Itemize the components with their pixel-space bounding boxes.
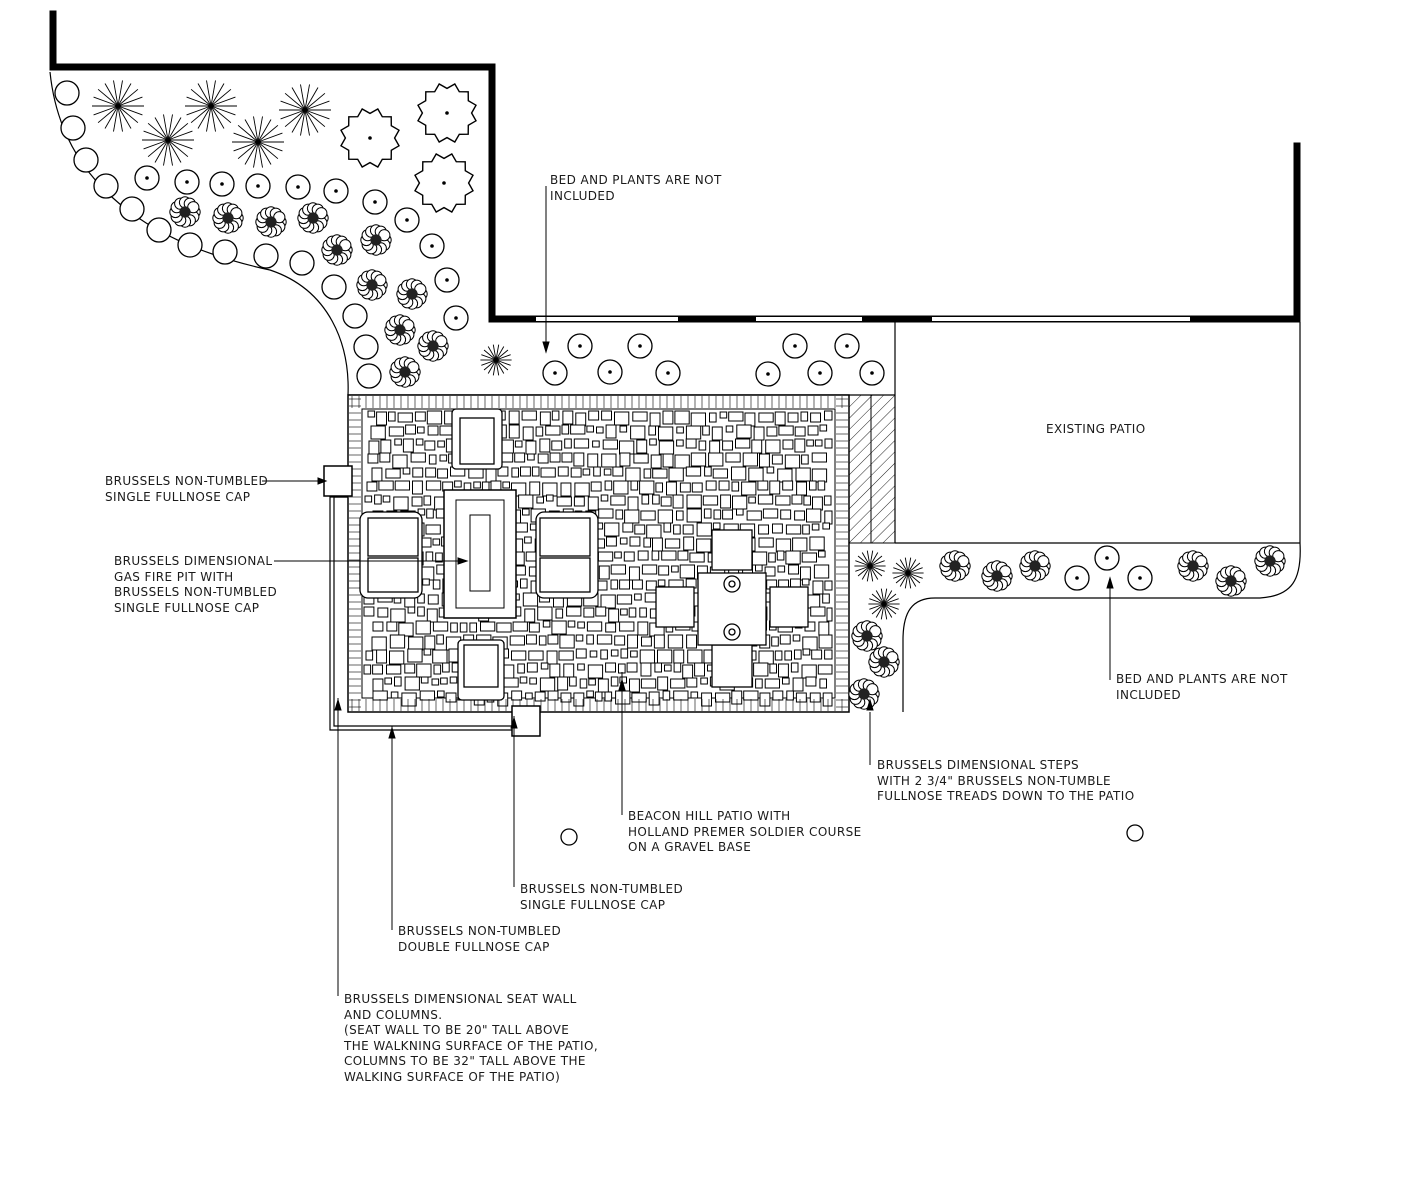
plants: [54, 80, 1286, 710]
grass-symbol: [480, 344, 512, 376]
dining-table-set: [655, 529, 809, 688]
perennial-symbol: [384, 314, 416, 346]
shrub-symbol: [627, 333, 653, 359]
perennial-symbol: [396, 278, 428, 310]
tree-symbol: [417, 83, 477, 143]
step-hatch: [848, 394, 896, 544]
tree-symbol: [340, 108, 400, 168]
shrub-symbol: [782, 333, 808, 359]
shrub-symbol: [1094, 545, 1120, 571]
house-wall: [49, 10, 1301, 323]
shrub-symbol: [146, 217, 172, 243]
perennial-symbol: [848, 678, 880, 710]
shrub-symbol: [323, 178, 349, 204]
shrub-symbol: [73, 147, 99, 173]
perennial-symbol: [356, 269, 388, 301]
grass-symbol: [185, 80, 237, 132]
shrub-symbol: [394, 207, 420, 233]
shrub-symbol: [212, 239, 238, 265]
perennial-symbol: [389, 356, 421, 388]
shrub-symbol: [419, 233, 445, 259]
grass-symbol: [892, 557, 924, 589]
perennial-symbol: [1177, 550, 1209, 582]
grass-symbol: [232, 116, 284, 168]
lounge-chairs: [359, 408, 599, 701]
grass-symbol: [92, 80, 144, 132]
perennial-symbol: [851, 620, 883, 652]
shrub-symbol: [253, 243, 279, 269]
perennial-symbol: [212, 202, 244, 234]
shrub-symbol: [356, 363, 382, 389]
shrub-symbol: [119, 196, 145, 222]
perennial-symbol: [255, 206, 287, 238]
grass-symbol: [279, 84, 331, 136]
shrub-symbol: [93, 173, 119, 199]
small-markers: [560, 824, 1144, 846]
fire-pit: [443, 489, 517, 619]
grass-symbol: [868, 588, 900, 620]
shrub-symbol: [289, 250, 315, 276]
shrub-symbol: [134, 165, 160, 191]
perennial-symbol: [939, 550, 971, 582]
perennial-symbol: [1254, 545, 1286, 577]
shrub-symbol: [597, 359, 623, 385]
shrub-symbol: [353, 334, 379, 360]
shrub-symbol: [362, 189, 388, 215]
shrub-symbol: [60, 115, 86, 141]
shrub-symbol: [174, 169, 200, 195]
shrub-symbol: [859, 360, 885, 386]
shrub-symbol: [834, 333, 860, 359]
grass-symbol: [854, 550, 886, 582]
shrub-symbol: [209, 171, 235, 197]
shrub-symbol: [177, 232, 203, 258]
shrub-symbol: [1127, 565, 1153, 591]
shrub-symbol: [342, 303, 368, 329]
shrub-symbol: [655, 360, 681, 386]
shrub-symbol: [542, 360, 568, 386]
shrub-symbol: [567, 333, 593, 359]
label-existing-patio: EXISTING PATIO: [1046, 422, 1146, 436]
shrub-symbol: [1064, 565, 1090, 591]
perennial-symbol: [1019, 550, 1051, 582]
perennial-symbol: [169, 196, 201, 228]
shrub-symbol: [321, 274, 347, 300]
leader-lines: [262, 186, 1114, 996]
column-bottom: [511, 705, 541, 737]
shrub-symbol: [54, 80, 80, 106]
seat-wall: [329, 496, 512, 731]
tree-symbol: [414, 153, 474, 213]
column-top: [323, 465, 353, 497]
perennial-symbol: [321, 234, 353, 266]
shrub-symbol: [434, 267, 460, 293]
perennial-symbol: [417, 330, 449, 362]
shrub-symbol: [285, 174, 311, 200]
shrub-symbol: [807, 360, 833, 386]
perennial-symbol: [868, 646, 900, 678]
shrub-symbol: [245, 173, 271, 199]
perennial-symbol: [1215, 565, 1247, 597]
perennial-symbol: [297, 202, 329, 234]
perennial-symbol: [981, 560, 1013, 592]
grass-symbol: [142, 114, 194, 166]
shrub-symbol: [443, 305, 469, 331]
perennial-symbol: [360, 224, 392, 256]
shrub-symbol: [755, 361, 781, 387]
